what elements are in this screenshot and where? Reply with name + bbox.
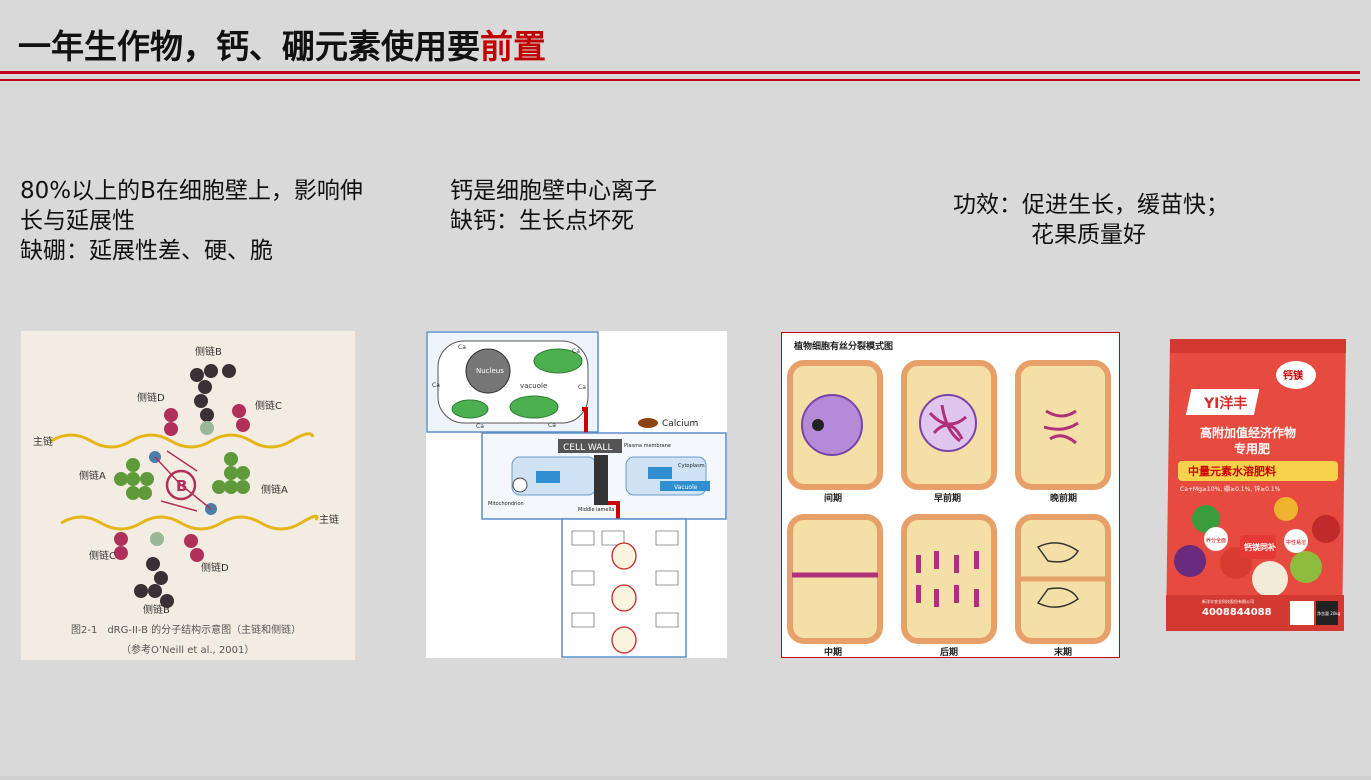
mitosis-title: 植物细胞有丝分裂模式图 — [793, 340, 893, 352]
label-b-center: B — [176, 477, 187, 495]
label-ca: Ca — [476, 423, 484, 430]
label-middle-lamella: Middle lamella — [578, 507, 614, 513]
label-nucleus: Nucleus — [476, 367, 504, 375]
bag-circle-left: 养分全面 — [1206, 537, 1226, 544]
label-calcium: Calcium — [662, 419, 698, 429]
label-b-top: 侧链B — [195, 345, 222, 358]
label-b-bottom: 侧链B — [143, 603, 170, 616]
figure-boron-structure: B 侧链B 侧链D 侧链C 主链 侧链A 侧链A 主链 侧链C 侧链D 侧链B … — [21, 331, 355, 660]
label-d-top: 侧链D — [137, 391, 165, 404]
stage-label: 晚前期 — [1050, 492, 1077, 504]
bag-line2: 专用肥 — [1234, 441, 1270, 456]
text-line: 缺钙：生长点坏死 — [450, 208, 634, 234]
text-line: 花果质量好 — [1031, 222, 1146, 248]
title-main: 一年生作物，钙、硼元素使用要 — [18, 27, 480, 66]
bag-band: 中量元素水溶肥料 — [1188, 464, 1276, 478]
label-ca: Ca — [432, 382, 440, 389]
label-main-left: 主链 — [33, 435, 53, 448]
stage-label: 中期 — [824, 646, 842, 657]
text-line: 长与延展性 — [20, 208, 135, 234]
text-line: 80%以上的B在细胞壁上，影响伸 — [20, 178, 363, 204]
label-vacuole-2: Vacuole — [674, 484, 698, 491]
divider-bottom — [0, 79, 1360, 81]
text-effect: 功效：促进生长，缓苗快； 花果质量好 — [953, 190, 1333, 250]
text-boron: 80%以上的B在细胞壁上，影响伸 长与延展性 缺硼：延展性差、硬、脆 — [20, 176, 400, 266]
bag-formula: Ca+Mg≥10%, 硼≥0.1%, 锌≥0.1% — [1180, 485, 1281, 493]
label-main-right: 主链 — [319, 513, 339, 526]
figure-mitosis: 植物细胞有丝分裂模式图 间期 早前期 晚前期 中期 后期 末期 — [781, 332, 1120, 658]
bag-circle-right: 中性易溶 — [1286, 539, 1306, 546]
figure-caption: 图2-1 dRG-II-B 的分子结构示意图（主链和侧链） — [71, 623, 301, 636]
label-vacuole: vacuole — [520, 382, 547, 390]
bag-weight: 净含量 20kg — [1317, 610, 1341, 616]
label-c-top: 侧链C — [255, 399, 282, 412]
text-line: 功效：促进生长，缓苗快； — [953, 192, 1229, 218]
bag-center-badge: 钙镁同补 — [1244, 542, 1276, 552]
stage-label: 末期 — [1053, 646, 1072, 657]
figure-product-bag: 钙镁 YI洋丰 高附加值经济作物 专用肥 中量元素水溶肥料 Ca+Mg≥10%,… — [1166, 339, 1350, 635]
label-a-left: 侧链A — [79, 469, 106, 482]
page-title: 一年生作物，钙、硼元素使用要前置 — [18, 20, 546, 68]
label-d-bottom: 侧链D — [201, 561, 229, 574]
label-mitochondrion: Mitochondrion — [488, 501, 524, 507]
bag-company: 新洋丰农业科技股份有限公司 — [1202, 598, 1254, 604]
title-accent: 前置 — [480, 27, 546, 66]
figure-reference: （参考O’Neill et al., 2001） — [121, 643, 254, 656]
bottom-edge — [0, 776, 1371, 780]
divider-top — [0, 71, 1360, 74]
label-ca: Ca — [458, 344, 466, 351]
label-cytoplasm: Cytoplasm — [678, 463, 705, 469]
text-calcium: 钙是细胞壁中心离子 缺钙：生长点坏死 — [450, 176, 770, 236]
bag-phone: 4008844088 — [1202, 607, 1272, 618]
bag-badge: 钙镁 — [1283, 369, 1303, 382]
figure-calcium-cell-wall: Nucleus vacuole Ca Ca Ca Ca Ca Ca Calciu… — [426, 331, 727, 658]
label-ca: Ca — [548, 422, 556, 429]
label-a-right: 侧链A — [261, 483, 288, 496]
label-plasma-membrane: Plasma membrane — [624, 443, 671, 449]
bag-line1: 高附加值经济作物 — [1200, 425, 1296, 440]
label-ca: Ca — [578, 384, 586, 391]
stage-label: 后期 — [940, 646, 958, 657]
text-line: 钙是细胞壁中心离子 — [450, 178, 657, 204]
label-ca: Ca — [572, 348, 580, 355]
bag-brand: YI洋丰 — [1203, 395, 1247, 412]
stage-label: 早前期 — [934, 492, 961, 504]
label-cell-wall: CELL WALL — [563, 443, 612, 453]
text-line: 缺硼：延展性差、硬、脆 — [20, 238, 273, 264]
label-c-bottom: 侧链C — [89, 549, 116, 562]
stage-label: 间期 — [824, 492, 842, 504]
